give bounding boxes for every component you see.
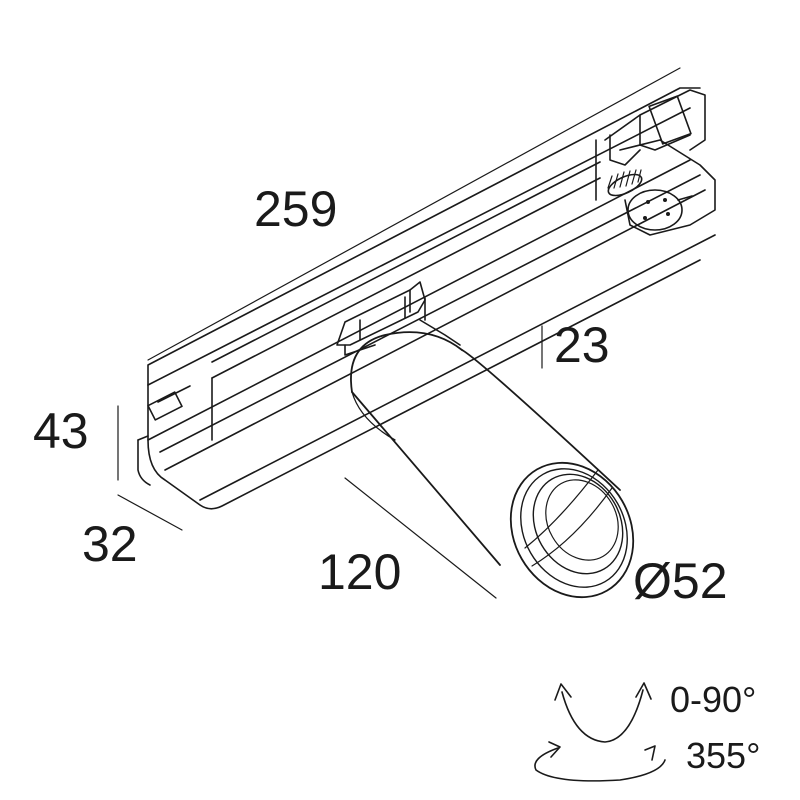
- dim-height-label: 43: [33, 403, 89, 459]
- dimension-lines: [117, 67, 681, 599]
- dim-adapter-height-label: 23: [554, 317, 610, 373]
- track-adapter: [604, 89, 716, 236]
- adapter-neck: [336, 281, 461, 356]
- dim-width-label: 32: [82, 516, 138, 572]
- pan-range-label: 355°: [686, 735, 761, 776]
- dim-diameter-label: Ø52: [633, 553, 728, 609]
- dim-length-label: 259: [254, 181, 338, 237]
- tilt-range-label: 0-90°: [670, 679, 757, 720]
- tilt-arrows-icon: [554, 682, 652, 743]
- track-rail: [137, 87, 716, 510]
- pan-arrows-icon: [534, 741, 666, 782]
- spot-body: [350, 331, 635, 599]
- dim-body-length-label: 120: [318, 544, 402, 600]
